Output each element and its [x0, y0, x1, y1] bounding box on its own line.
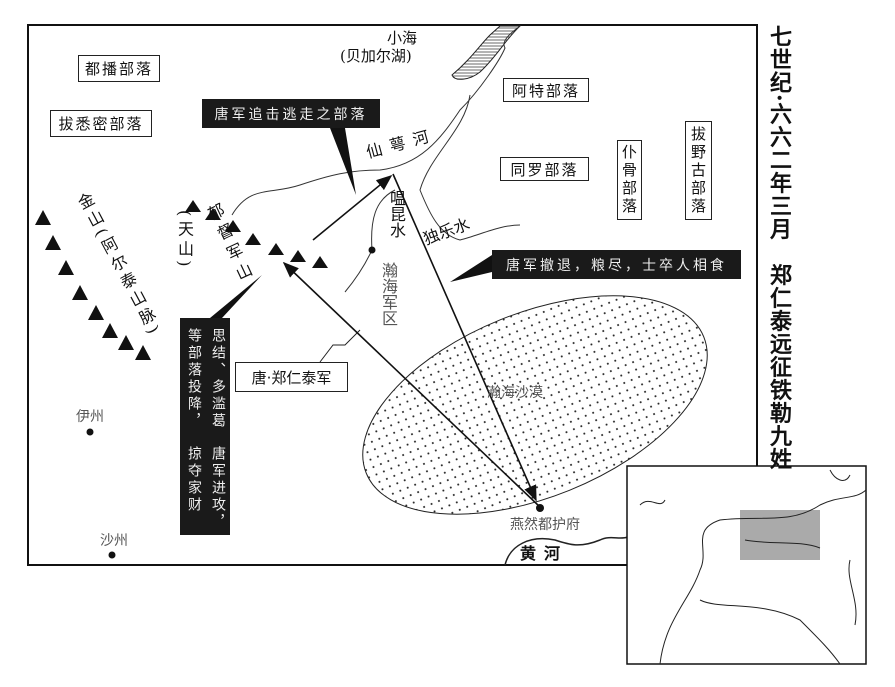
tribe-bayegu: 拔野古部落	[685, 121, 712, 220]
arrow-advance-northeast	[312, 174, 393, 241]
callout-pursuit: 唐军追击逃走之部落	[202, 99, 380, 128]
shazhou-label: 沙州	[100, 533, 128, 549]
callout-attack-line1: 思结、多滥葛等部落投降，	[186, 328, 226, 430]
river-xiane	[231, 25, 521, 216]
tribe-ate: 阿特部落	[503, 78, 589, 102]
desert-label: 瀚海沙漠	[487, 385, 543, 401]
yanran-dot	[536, 504, 544, 512]
map-frame	[27, 24, 758, 566]
arrow-pursuit-return	[392, 173, 537, 502]
retreat-pointer	[450, 255, 492, 282]
army-label: 唐·郑仁泰军	[235, 362, 348, 392]
yizhou-dot	[86, 428, 94, 436]
tribe-dubo: 都播部落	[78, 55, 160, 82]
shazhou-dot	[108, 551, 116, 559]
hanhai-desert	[362, 295, 708, 515]
yanran-label: 燕然都护府	[510, 517, 580, 533]
lake-name: 小海	[386, 29, 417, 47]
yellow-river-label: 黄河	[520, 544, 569, 563]
attack-pointer	[210, 275, 262, 318]
lake-baikal	[451, 25, 522, 80]
army-leader	[319, 329, 361, 363]
yizhou-label: 伊州	[76, 409, 104, 425]
callout-attack-line2: 唐军进攻，掠夺家财	[186, 446, 226, 532]
lake-alt-name: (贝加尔湖)	[340, 47, 412, 65]
tribe-baximi: 拔悉密部落	[50, 110, 152, 137]
river-dule	[419, 94, 521, 241]
yudujun-alt-label: (天山)	[175, 210, 194, 271]
yellow-river	[504, 536, 629, 566]
hanhai-military-label: 瀚海军区	[379, 262, 398, 326]
tribe-tongluo: 同罗部落	[500, 157, 589, 181]
inset-map-frame	[626, 465, 867, 665]
altai-mountains	[35, 210, 151, 360]
hanhai-military-dot	[368, 246, 376, 254]
callout-retreat: 唐军撤退，粮尽，士卒人相食	[492, 250, 741, 279]
callout-attack: 思结、多滥葛等部落投降， 唐军进攻，掠夺家财	[180, 318, 230, 535]
pursuit-pointer	[330, 128, 356, 195]
river-wenkun-label: 嗢昆水	[387, 190, 406, 238]
map-title: 七世纪·六六二年三月 郑仁泰远征铁勒九姓	[766, 25, 792, 471]
tribe-pugu: 仆骨部落	[617, 140, 642, 220]
inset-coastline	[639, 469, 867, 665]
arrow-advance-west	[282, 261, 541, 508]
